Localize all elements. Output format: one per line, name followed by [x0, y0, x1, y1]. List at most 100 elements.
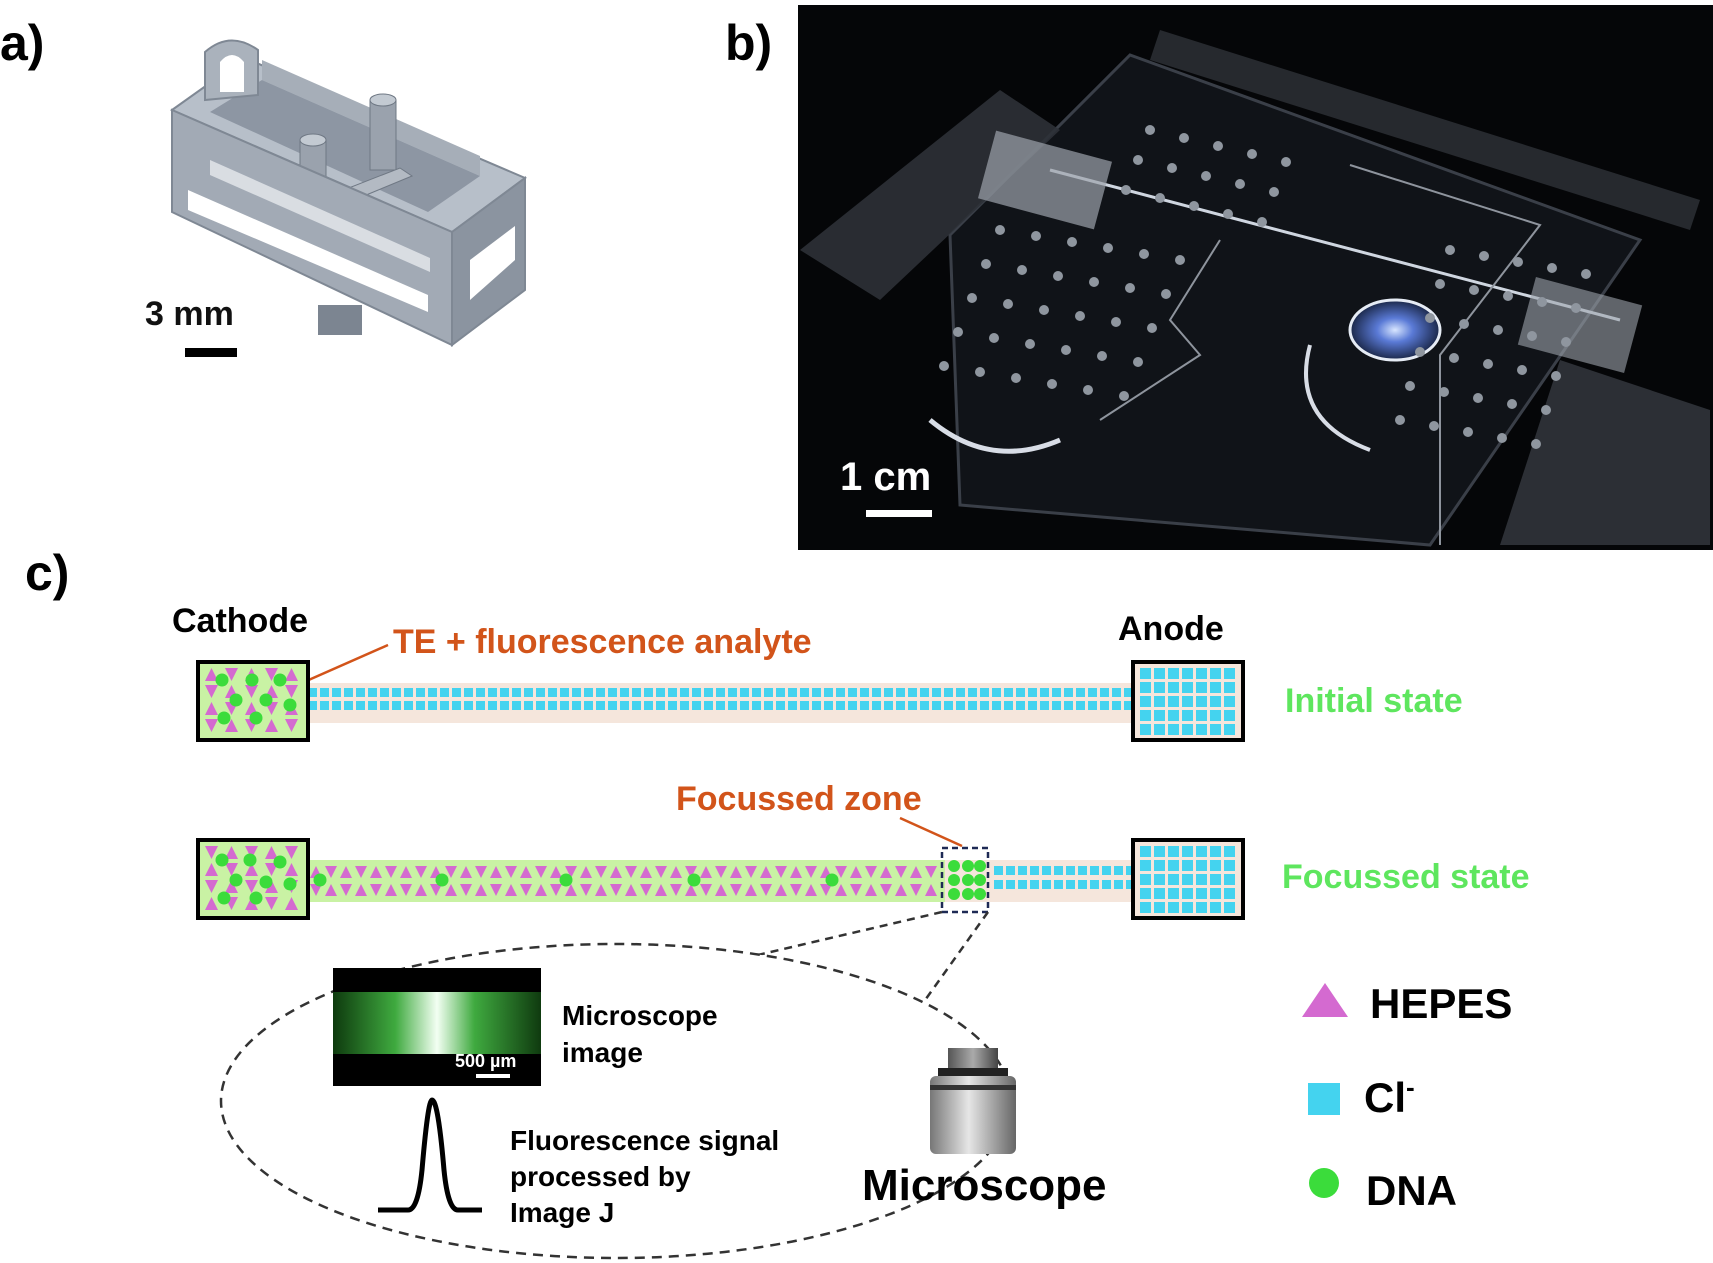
pillar — [1503, 291, 1513, 301]
chloride-ion — [644, 701, 653, 710]
chloride-ion — [1196, 710, 1207, 721]
dna-molecule — [243, 853, 257, 867]
chloride-ion — [1140, 888, 1151, 899]
chloride-ion — [1100, 701, 1109, 710]
chloride-ion — [1224, 668, 1235, 679]
pillar — [1513, 257, 1523, 267]
cathode-label: Cathode — [172, 602, 308, 640]
chloride-ion — [994, 880, 1003, 889]
chloride-ion — [1004, 688, 1013, 697]
initial-state-label: Initial state — [1285, 682, 1463, 720]
hepes-ion — [700, 866, 712, 878]
pillar — [1551, 371, 1561, 381]
hepes-ion — [265, 897, 278, 910]
chloride-ion — [1066, 866, 1075, 875]
chloride-ion — [1210, 668, 1221, 679]
hepes-ion — [610, 866, 622, 878]
chloride-ion — [368, 701, 377, 710]
pillar — [1493, 325, 1503, 335]
chloride-ion — [800, 688, 809, 697]
hepes-ion — [245, 685, 258, 698]
hepes-ion — [445, 866, 457, 878]
dna-molecule — [313, 873, 327, 887]
pillar — [1175, 255, 1185, 265]
chloride-ion — [776, 688, 785, 697]
chloride-ion — [1040, 701, 1049, 710]
hepes-ion — [340, 884, 352, 896]
chloride-ion — [320, 688, 329, 697]
chloride-ion — [1140, 874, 1151, 885]
legend-hepes-triangle-icon — [1302, 983, 1348, 1017]
pillar — [1017, 265, 1027, 275]
chloride-ion — [740, 688, 749, 697]
hepes-ion — [895, 866, 907, 878]
chloride-ion — [536, 688, 545, 697]
chloride-ion — [572, 688, 581, 697]
chloride-ion — [1210, 860, 1221, 871]
chloride-ion — [356, 688, 365, 697]
pillar — [1537, 297, 1547, 307]
dna-molecule — [215, 853, 229, 867]
chloride-ion — [536, 701, 545, 710]
chloride-ion — [848, 688, 857, 697]
chloride-ion — [980, 688, 989, 697]
fluorescence-signal-caption: Fluorescence signal processed by Image J — [510, 1125, 787, 1228]
chloride-ion — [584, 701, 593, 710]
chloride-ion — [1018, 880, 1027, 889]
chloride-ion — [1054, 880, 1063, 889]
chloride-ion — [680, 688, 689, 697]
hepes-ion — [685, 884, 697, 896]
chloride-ion — [1154, 874, 1165, 885]
chloride-ion — [704, 688, 713, 697]
chloride-ion — [692, 701, 701, 710]
chloride-ion — [1154, 846, 1165, 857]
pillar — [1531, 439, 1541, 449]
hepes-ion — [700, 884, 712, 896]
chloride-ion — [308, 688, 317, 697]
chloride-ion — [632, 701, 641, 710]
chloride-ion — [1140, 860, 1151, 871]
chloride-ion — [548, 688, 557, 697]
pillar — [989, 333, 999, 343]
dna-molecule — [974, 874, 986, 886]
hepes-ion — [400, 884, 412, 896]
chloride-ion — [680, 701, 689, 710]
chloride-ion — [932, 701, 941, 710]
initial-state-channel — [196, 660, 1245, 742]
microscope-image-scale-label: 500 µm — [455, 1051, 516, 1071]
hepes-ion — [535, 866, 547, 878]
chloride-ion — [1154, 860, 1165, 871]
chloride-ion — [992, 701, 1001, 710]
chloride-ion — [1112, 688, 1121, 697]
chloride-ion — [1078, 866, 1087, 875]
chloride-ion — [392, 701, 401, 710]
hepes-ion — [925, 866, 937, 878]
chloride-ion — [1102, 880, 1111, 889]
chloride-ion — [992, 688, 1001, 697]
panel-a-label: a) — [0, 15, 44, 71]
dna-molecule — [435, 873, 449, 887]
chloride-ion — [872, 688, 881, 697]
chloride-ion — [1064, 688, 1073, 697]
hepes-ion — [205, 897, 218, 910]
pillar — [1075, 311, 1085, 321]
chloride-ion — [800, 701, 809, 710]
hepes-ion — [475, 884, 487, 896]
hepes-ion — [245, 897, 258, 910]
chloride-ion — [1182, 860, 1193, 871]
chloride-ion — [860, 688, 869, 697]
chloride-ion — [716, 701, 725, 710]
te-analyte-label: TE + fluorescence analyte — [393, 623, 812, 661]
chloride-ion — [1196, 874, 1207, 885]
chloride-ion — [452, 701, 461, 710]
hepes-ion — [745, 884, 757, 896]
post-2 — [369, 99, 397, 171]
pillar — [1429, 421, 1439, 431]
chloride-ion — [512, 688, 521, 697]
chloride-ion — [764, 688, 773, 697]
hepes-ion — [355, 884, 367, 896]
chloride-ion — [1168, 888, 1179, 899]
hepes-ion — [850, 884, 862, 896]
pillar — [1103, 243, 1113, 253]
focussed-zone-label: Focussed zone — [676, 780, 922, 818]
